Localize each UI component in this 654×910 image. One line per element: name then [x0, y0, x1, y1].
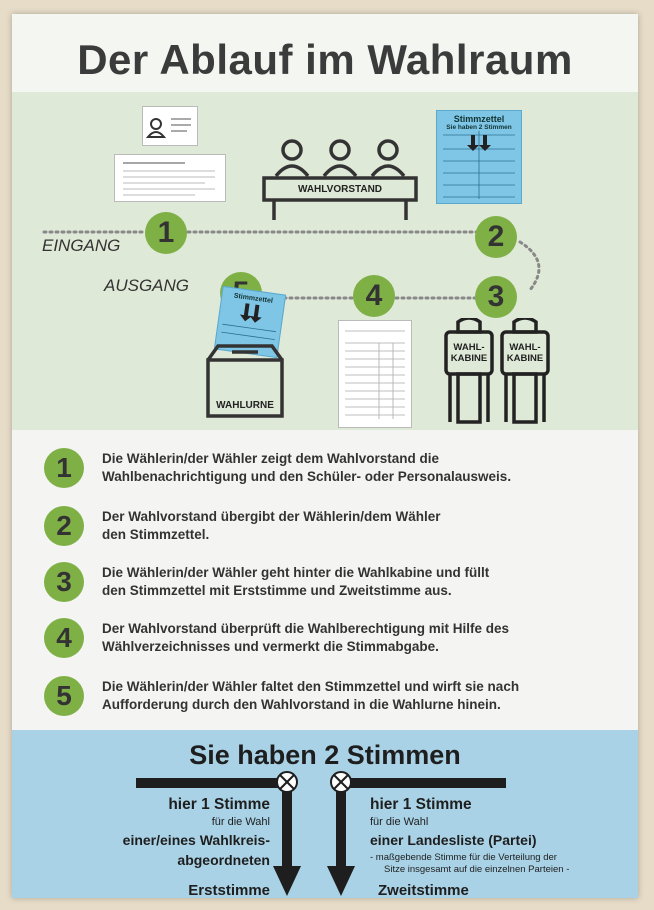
- votes-title: Sie haben 2 Stimmen: [189, 740, 461, 770]
- voting-booth-icon: [444, 318, 550, 424]
- step-text: Die Wählerin/der Wähler zeigt dem Wahlvo…: [102, 451, 512, 484]
- kabine-label-right: WAHL- KABINE: [506, 342, 544, 364]
- vote-arrows-icon: [136, 771, 506, 896]
- step-circle-1: 1: [145, 212, 187, 254]
- step-circle-3: 3: [475, 276, 517, 318]
- list-table-icon: [345, 330, 405, 419]
- step-text: Der Wahlvorstand überprüft die Wahlberec…: [102, 621, 510, 654]
- step-text: Der Wahlvorstand übergibt der Wählerin/d…: [102, 509, 441, 542]
- right-vote-head: hier 1 Stimme: [370, 796, 472, 813]
- step-number: 3: [44, 562, 84, 602]
- eingang-label: EINGANG: [42, 236, 121, 255]
- zweitstimme-label: Zweitstimme: [378, 882, 469, 898]
- step-item-4: 4 Der Wahlvorstand überprüft die Wahlber…: [12, 614, 638, 664]
- step-number: 4: [44, 618, 84, 658]
- step-text: Die Wählerin/der Wähler faltet den Stimm…: [102, 679, 520, 712]
- left-vote-line1: einer/eines Wahlkreis-: [122, 832, 270, 848]
- illustration-scene: WAHLVORSTAND Stimmzettel Sie haben 2 Sti…: [12, 92, 638, 430]
- person-icon: [145, 118, 191, 138]
- step-item-5: 5 Die Wählerin/der Wähler faltet den Sti…: [12, 672, 638, 722]
- document-lines-icon: [123, 162, 215, 196]
- step-number: 5: [44, 676, 84, 716]
- ballot-folded: Stimmzettel: [213, 285, 287, 359]
- right-vote-sub: für die Wahl: [370, 816, 429, 828]
- wahlvorstand-table-icon: [262, 139, 418, 220]
- wahlbenachrichtigung-document: [114, 154, 226, 202]
- id-card: [142, 106, 198, 146]
- step-circle-4: 4: [353, 275, 395, 317]
- page-title: Der Ablauf im Wahlraum: [77, 36, 573, 83]
- right-vote-note2: Sitze insgesamt auf die einzelnen Partei…: [384, 864, 570, 875]
- step-item-2: 2 Der Wahlvorstand übergibt der Wählerin…: [12, 502, 638, 552]
- ballot-box-icon: [206, 344, 284, 418]
- right-vote-line1: einer Landesliste (Partei): [370, 832, 537, 848]
- step-text: Die Wählerin/der Wähler geht hinter die …: [102, 565, 490, 598]
- left-vote-line2: abgeordneten: [177, 852, 270, 868]
- step-item-1: 1 Die Wählerin/der Wähler zeigt dem Wahl…: [12, 444, 638, 494]
- ausgang-label: AUSGANG: [104, 276, 190, 295]
- wahlvorstand-label: WAHLVORSTAND: [297, 184, 383, 195]
- poster: Der Ablauf im Wahlraum: [12, 14, 638, 898]
- steps-list: 1 Die Wählerin/der Wähler zeigt dem Wahl…: [12, 430, 638, 730]
- step-item-3: 3 Die Wählerin/der Wähler geht hinter di…: [12, 558, 638, 608]
- ballot-arrows-icon: [221, 303, 276, 341]
- ballot-grid-icon: [443, 131, 515, 199]
- waehlerverzeichnis-document: [338, 320, 412, 428]
- wahlurne-label: WAHLURNE: [216, 400, 274, 411]
- step-circle-2: 2: [475, 216, 517, 258]
- ballot-top: Stimmzettel Sie haben 2 Stimmen: [436, 110, 522, 204]
- step-number: 2: [44, 506, 84, 546]
- erststimme-label: Erststimme: [188, 882, 270, 898]
- two-votes-section: Sie haben 2 Stimmen hier 1 Stimme für di…: [12, 730, 638, 898]
- step-number: 1: [44, 448, 84, 488]
- left-vote-head: hier 1 Stimme: [168, 796, 270, 813]
- kabine-label-left: WAHL- KABINE: [450, 342, 488, 364]
- right-vote-note1: - maßgebende Stimme für die Verteilung d…: [370, 852, 557, 863]
- left-vote-sub: für die Wahl: [211, 816, 270, 828]
